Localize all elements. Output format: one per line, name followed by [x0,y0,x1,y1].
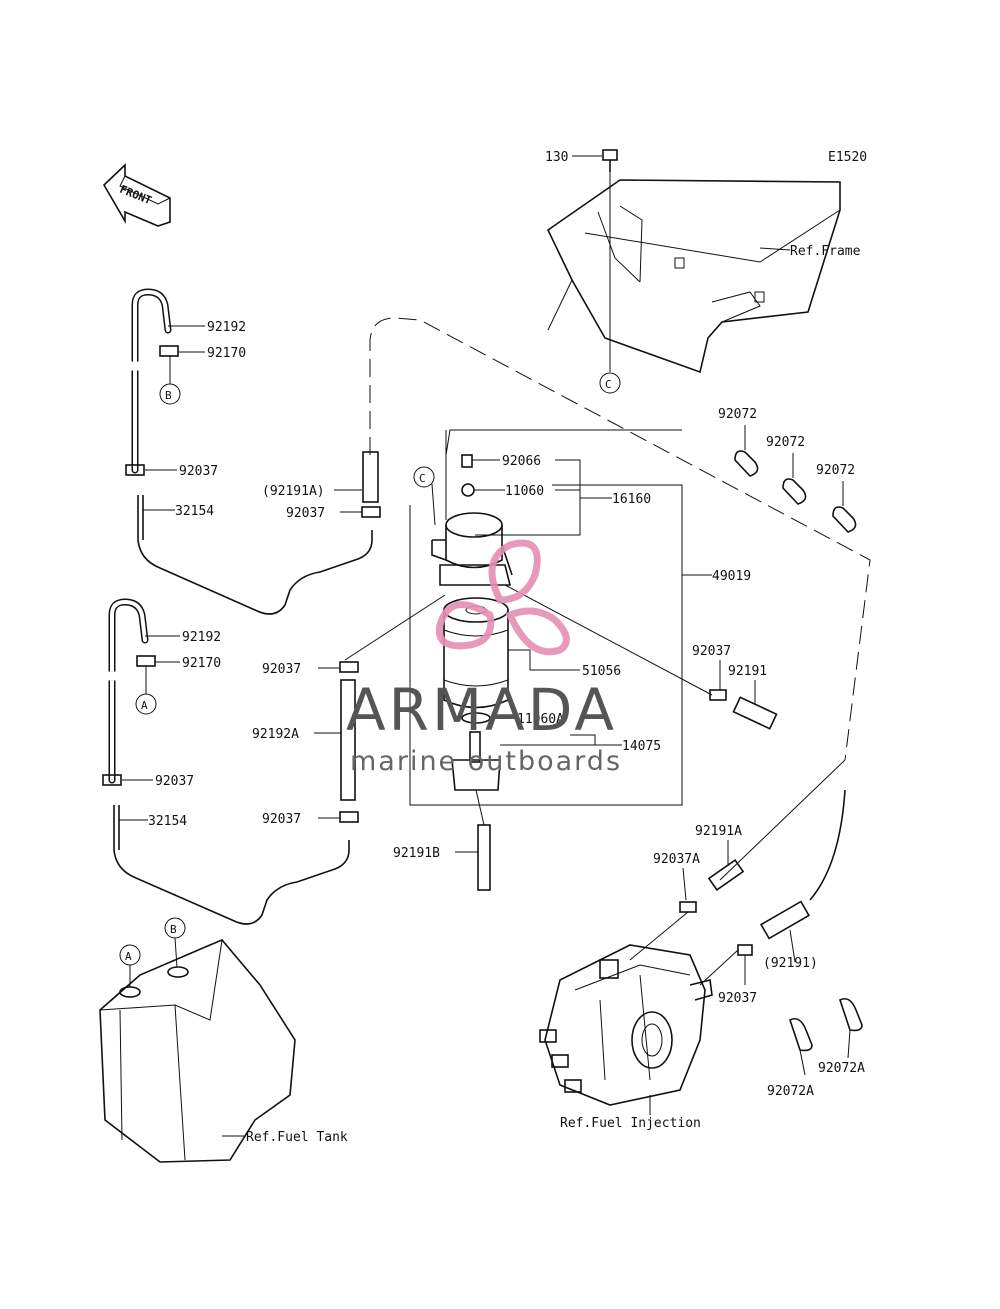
callout-92037-mid-2: 92037 [262,812,301,827]
callout-92170-upper: 92170 [207,346,246,361]
callout-92072-1: 92072 [718,407,757,422]
callout-92037-upper-1: 92037 [179,464,218,479]
watermark-brand: ARMADA [346,676,617,744]
callout-92191a-ref: (92191A) [262,484,325,499]
marker-b-tank [164,917,186,939]
fuel-injection-pump-illustration [539,944,713,1106]
ref-frame: Ref.Frame [790,244,861,259]
callout-92192a: 92192A [252,727,299,742]
callout-92191-right: 92191 [728,664,767,679]
band-icon [789,997,863,1052]
marker-a-lower [135,693,157,715]
callout-11060a: 11060A [517,712,564,727]
callout-92037-upper-2: 92037 [286,506,325,521]
marker-b-upper-label: B [165,389,172,402]
marker-b-upper [159,383,181,405]
frame-illustration [546,179,841,374]
callout-92191b: 92191B [393,846,440,861]
callout-92072a-2: 92072A [818,1061,865,1076]
marker-c-filter [413,466,435,488]
fuel-tank-illustration [99,939,296,1163]
callout-92192-lower: 92192 [182,630,221,645]
ref-fuel-tank: Ref.Fuel Tank [246,1130,348,1145]
diagram-code: E1520 [828,150,867,165]
marker-a-tank-label: A [125,950,132,963]
callout-49019: 49019 [712,569,751,584]
callout-92037-lower-1: 92037 [155,774,194,789]
marker-c-frame [599,372,621,394]
watermark-tagline: marine outboards [350,746,622,777]
callout-92191-ref: (92191) [763,956,818,971]
band-icon [734,450,857,533]
callout-92072-2: 92072 [766,435,805,450]
callout-92192-upper: 92192 [207,320,246,335]
callout-11060: 11060 [505,484,544,499]
marker-c-frame-label: C [605,378,612,391]
callout-92037-injection: 92037 [718,991,757,1006]
logo-swirl-top [488,539,541,604]
callout-92170-lower: 92170 [182,656,221,671]
marker-b-tank-label: B [170,923,177,936]
ref-fuel-injection: Ref.Fuel Injection [560,1116,701,1131]
callout-92072-3: 92072 [816,463,855,478]
logo-swirl-right [505,607,570,656]
callout-14075: 14075 [622,739,661,754]
marker-c-filter-label: C [419,472,426,485]
callout-92072a-1: 92072A [767,1084,814,1099]
bolt-icon [602,149,618,172]
logo-swirl-left [435,601,495,650]
watermark: ARMADA marine outboards [346,539,622,777]
front-label: FRONT [118,183,154,208]
callout-92037-mid-1: 92037 [262,662,301,677]
callout-130: 130 [545,150,568,165]
callout-32154-upper: 32154 [175,504,214,519]
marker-a-lower-label: A [141,699,148,712]
callout-92037a: 92037A [653,852,700,867]
callout-16160: 16160 [612,492,651,507]
callout-92066: 92066 [502,454,541,469]
callout-32154-lower: 32154 [148,814,187,829]
watermark-logo-icon [435,539,570,656]
marker-a-tank [119,944,141,966]
filter-cup [451,731,501,791]
callout-92037-right: 92037 [692,644,731,659]
front-arrow-icon: FRONT [102,163,171,227]
callout-92191a-right: 92191A [695,824,742,839]
callout-51056: 51056 [582,664,621,679]
